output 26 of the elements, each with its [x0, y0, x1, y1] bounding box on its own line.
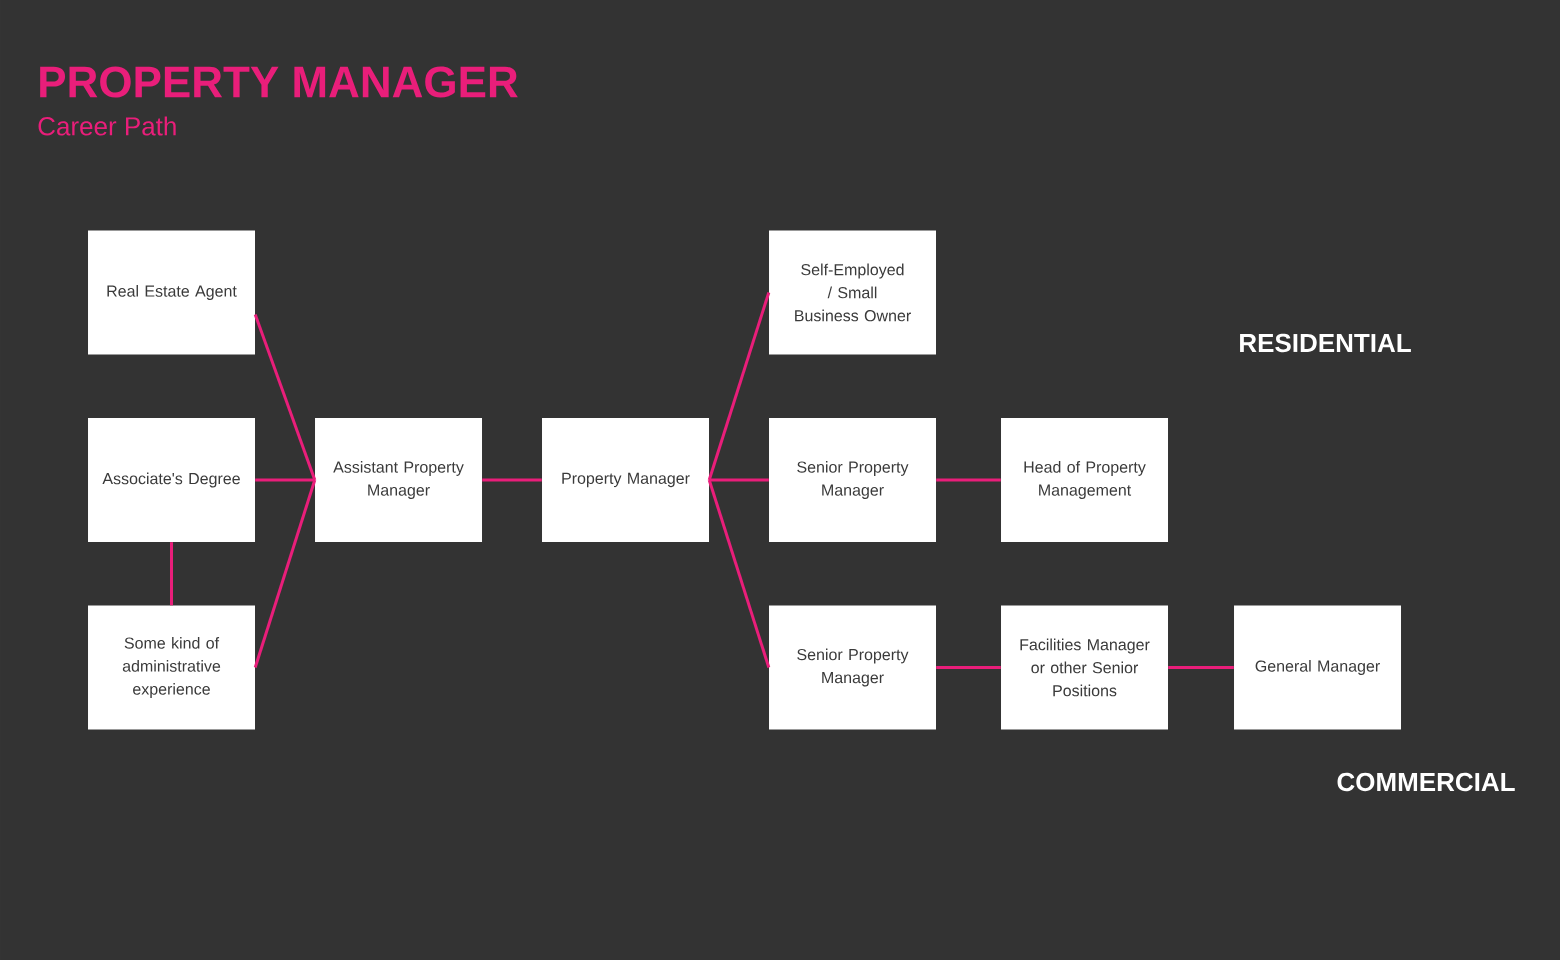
career-box: General Manager — [1234, 605, 1401, 730]
connector-line — [482, 478, 542, 482]
career-box: Some kind of administrative experience — [88, 605, 255, 730]
career-box: Senior Property Manager — [769, 605, 936, 730]
career-box: Associate's Degree — [88, 418, 255, 542]
title: PROPERTY MANAGER — [40, 66, 518, 98]
connector-line — [936, 666, 1001, 669]
career-box: Self-Employed / Small Business Owner — [769, 230, 936, 355]
career-box: Assistant Property Manager — [315, 418, 482, 542]
connector-line — [707, 479, 771, 668]
career-box: Facilities Manager or other Senior Positions — [1001, 605, 1168, 730]
career-box: Head of Property Management — [1001, 418, 1168, 542]
subtitle: Career Path — [38, 116, 176, 136]
section-label: COMMERCIAL — [1337, 772, 1515, 792]
career-box: Property Manager — [542, 418, 709, 542]
connector-line — [707, 292, 771, 481]
career-box: Senior Property Manager — [769, 418, 936, 542]
connector-line — [255, 478, 315, 482]
connector-line — [253, 479, 317, 668]
section-label: RESIDENTIAL — [1240, 333, 1411, 353]
connector-line — [1168, 666, 1234, 669]
connector-line — [170, 542, 173, 606]
connector-line — [253, 313, 317, 481]
connector-line — [936, 478, 1001, 482]
career-box: Real Estate Agent — [88, 230, 255, 355]
connector-line — [709, 478, 769, 482]
